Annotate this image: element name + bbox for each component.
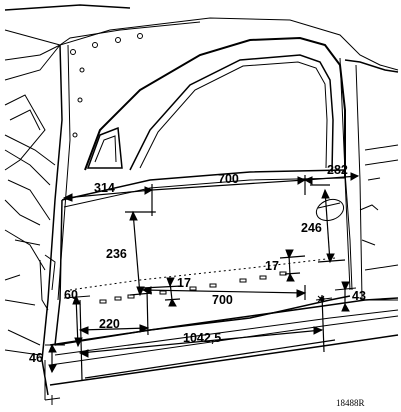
body-structure — [4, 4, 399, 396]
reference-number: 18488R — [336, 398, 365, 408]
dim-46: 46 — [29, 351, 43, 365]
dim-314: 314 — [94, 181, 115, 195]
dim-17-left: 17 — [177, 276, 191, 290]
dim-282: 282 — [327, 163, 348, 177]
dim-60: 60 — [64, 288, 78, 302]
dim-700-bottom: 700 — [212, 293, 233, 307]
dim-43: 43 — [352, 289, 366, 303]
door-frame — [54, 36, 399, 346]
dimension-lines — [45, 172, 360, 381]
dim-220: 220 — [99, 317, 120, 331]
dim-1042-5: 1042,5 — [183, 331, 221, 345]
dim-236: 236 — [106, 247, 127, 261]
dim-246: 246 — [301, 221, 322, 235]
dim-700-top: 700 — [218, 172, 239, 186]
sill — [44, 257, 399, 405]
dim-17-right: 17 — [265, 259, 279, 273]
dimension-labels: 314 700 282 246 236 17 17 60 700 43 220 … — [29, 163, 366, 408]
